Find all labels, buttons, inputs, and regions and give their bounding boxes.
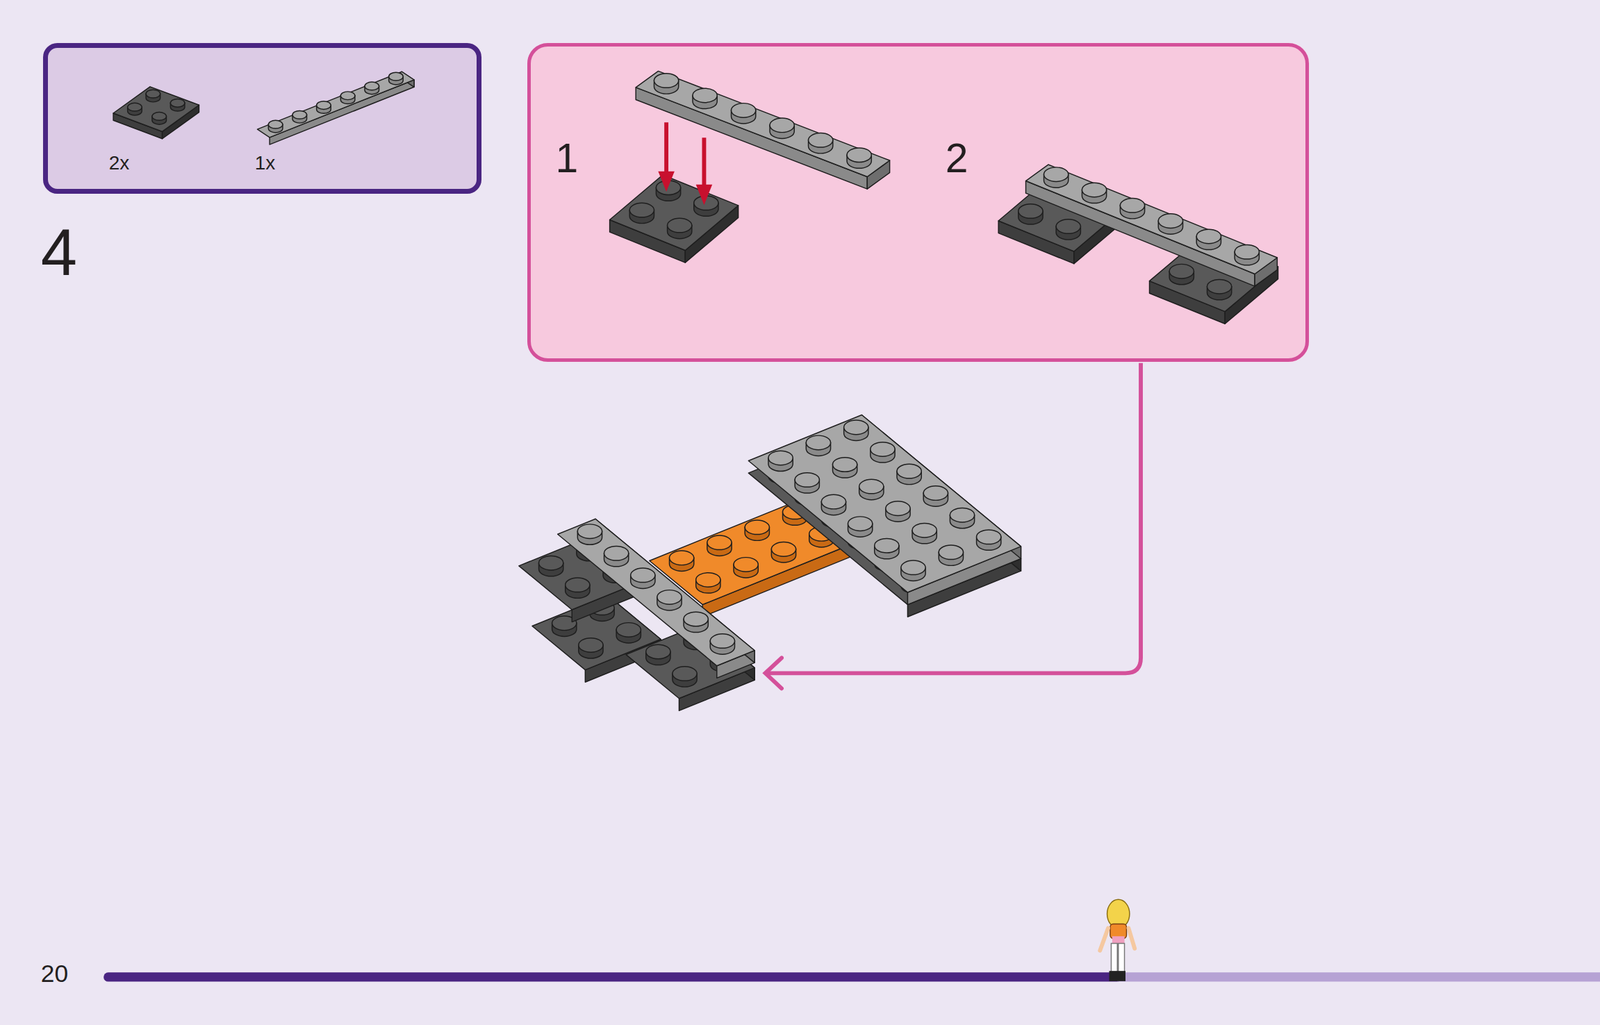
plate — [609, 175, 739, 263]
progress-bar — [108, 972, 1118, 982]
plate — [635, 70, 890, 189]
red-arrows — [657, 122, 713, 205]
plate — [1026, 164, 1278, 287]
sub-step-number: 2 — [945, 138, 969, 180]
sub-step-number: 1 — [555, 138, 579, 180]
step-number: 4 — [40, 220, 78, 286]
callout-arrowhead — [765, 657, 782, 689]
page-number: 20 — [40, 961, 69, 986]
plate — [557, 518, 755, 679]
plate — [748, 414, 1021, 605]
callout-leader — [767, 363, 1142, 674]
parts-panel-fill — [43, 43, 483, 194]
plate — [113, 86, 199, 139]
part-quantity: 2x — [109, 153, 130, 173]
plate — [257, 71, 415, 145]
minifigure — [1099, 899, 1135, 981]
sub-step-callout: 12 — [527, 43, 1309, 363]
progress-bar-rest — [1117, 972, 1600, 982]
parts-list-box: 2x 1x — [43, 43, 483, 194]
brick-drawing — [113, 70, 1278, 711]
part-quantity: 1x — [254, 153, 276, 173]
callout-panel-fill — [527, 43, 1309, 363]
